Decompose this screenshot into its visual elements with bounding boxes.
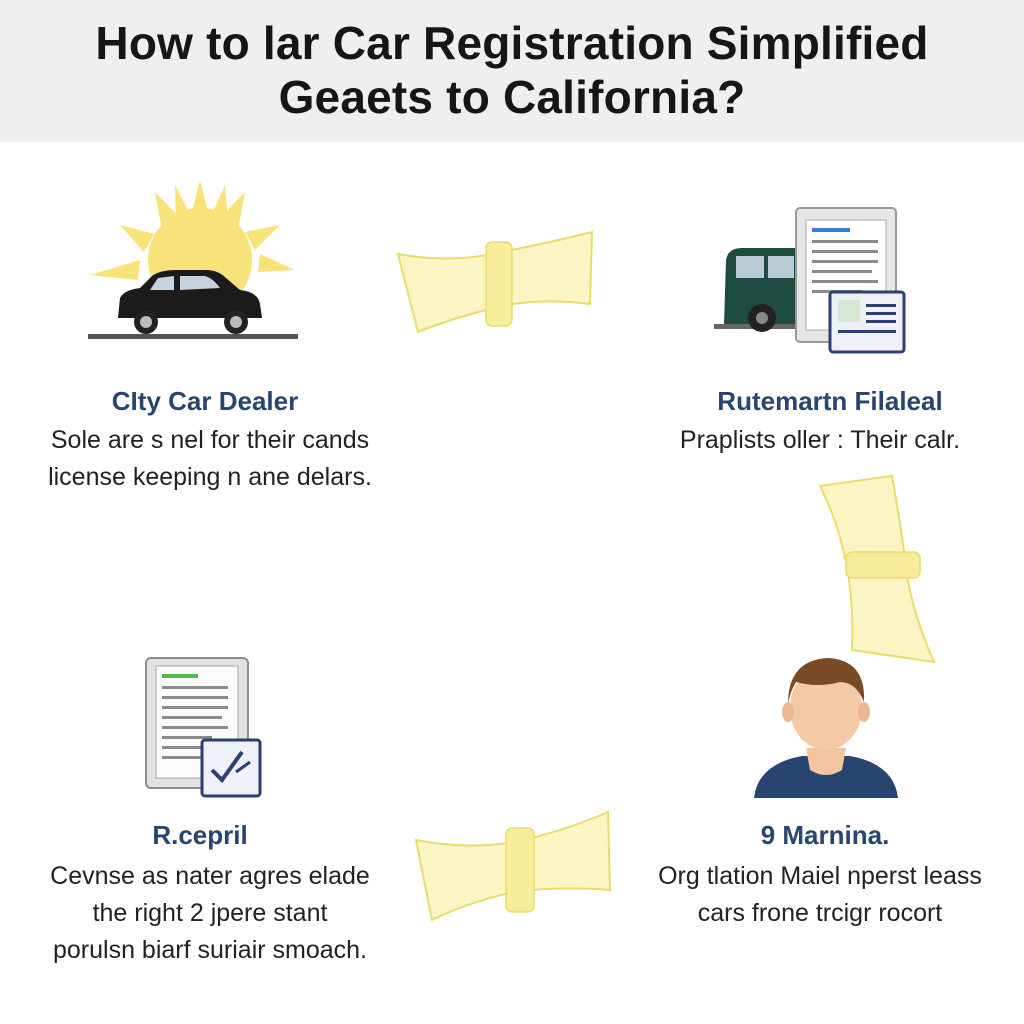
step-3-description: Cevnse as nater agres elade the right 2 … (20, 858, 400, 969)
arrow-right-icon (396, 230, 594, 334)
step-1-heading: CIty Car Dealer (111, 386, 299, 416)
step-4-line-2: cars frone trcigr rocort (697, 899, 943, 927)
step-2-line-1: Praplists oller : Their calr. (679, 426, 961, 454)
step-2-description: Praplists oller : Their calr. (640, 422, 1000, 459)
page-title-line-1: How to lar Car Registration Simplified (95, 17, 929, 69)
step-3-line-3: porulsn biarf suriair smoach. (52, 936, 367, 964)
step-1-description: Sole are s nel for their cands license k… (20, 422, 400, 496)
page-title-line-2: Geaets to California? (278, 71, 746, 123)
step-4-heading: 9 Marnina. (760, 820, 890, 850)
title-banner (0, 0, 1024, 142)
step-2-heading: Rutemartn Filaleal (717, 386, 943, 416)
van-documents-icon (714, 207, 906, 354)
sun-car-icon (88, 180, 298, 339)
step-1-line-1: Sole are s nel for their cands (50, 426, 370, 454)
step-3-line-1: Cevnse as nater agres elade (50, 862, 370, 890)
arrow-left-icon (414, 810, 612, 922)
clipboard-icon (145, 657, 262, 798)
step-4-line-1: Org tlation Maiel nperst leass (658, 862, 982, 890)
car-body (118, 270, 262, 334)
step-3-line-2: the right 2 jpere stant (92, 899, 328, 927)
step-4-description: Org tlation Maiel nperst leass cars fron… (630, 858, 1010, 932)
arrow-down-icon (818, 474, 936, 664)
person-icon (754, 658, 898, 798)
step-1-line-2: license keeping n ane delars. (48, 463, 372, 491)
step-3-heading: R.cepril (152, 820, 248, 850)
